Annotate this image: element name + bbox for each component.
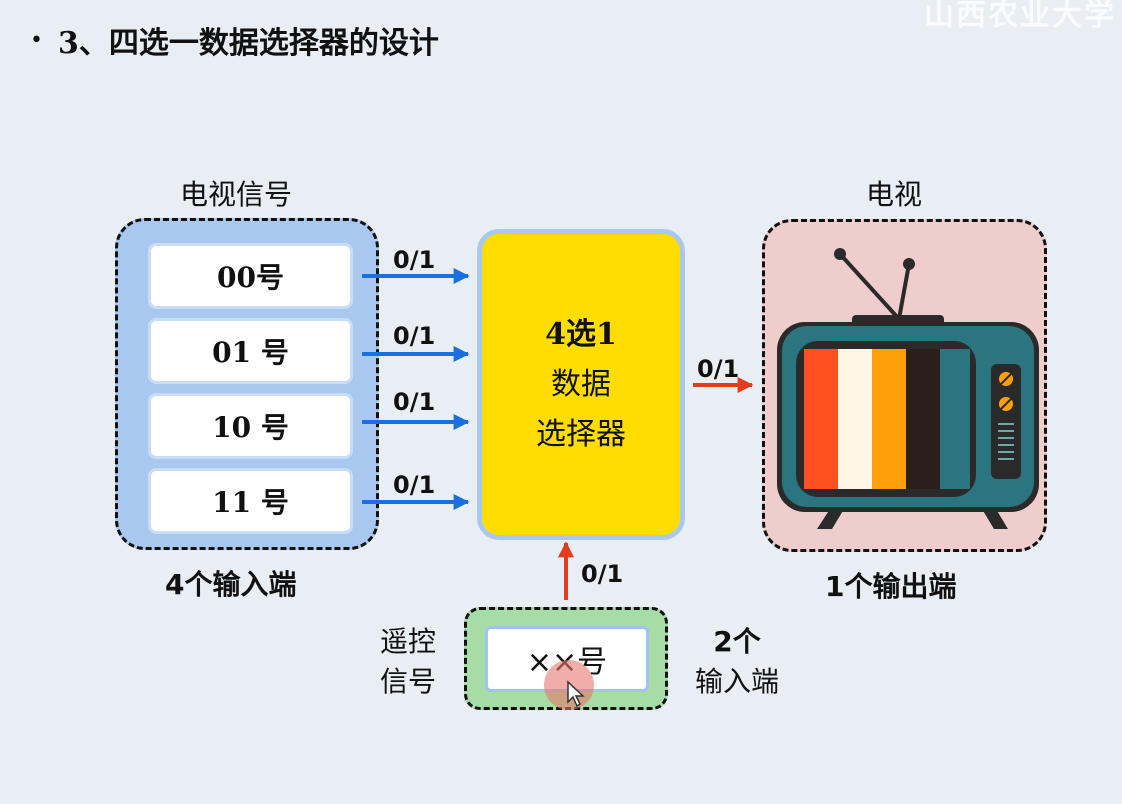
watermark: 山西农业大学 xyxy=(924,0,1116,33)
tv-panel xyxy=(762,219,1047,552)
channel-01-box: 01 号 xyxy=(148,318,353,384)
channel-00-box: 00号 xyxy=(148,243,353,309)
slide-title-row: • 3、四选一数据选择器的设计 xyxy=(30,18,439,62)
tv-signal-heading: 电视信号 xyxy=(180,178,293,211)
input-arrow-label-10: 0/1 xyxy=(393,388,436,416)
input-count-label: 4个输入端 xyxy=(165,568,297,601)
remote-signal-label: 遥控 信号 xyxy=(380,622,436,702)
select-input-count-label: 2个 输入端 xyxy=(695,622,779,702)
remote-label-line2: 信号 xyxy=(380,665,437,698)
input-arrow-label-00: 0/1 xyxy=(393,246,436,274)
tv-heading: 电视 xyxy=(866,178,923,211)
input-arrow-label-01: 0/1 xyxy=(393,322,436,350)
select-arrow-label: 0/1 xyxy=(581,560,624,588)
tv-signal-panel: 00号 01 号 10 号 11 号 xyxy=(115,218,379,550)
mux-4to1-block: 4选1 数据 选择器 xyxy=(477,229,685,540)
output-count-label: 1个输出端 xyxy=(825,570,957,603)
remote-label-line1: 遥控 xyxy=(380,625,437,658)
select-count-line2: 输入端 xyxy=(695,665,780,698)
mux-label-selector: 选择器 xyxy=(536,416,626,452)
channel-10-box: 10 号 xyxy=(148,393,353,459)
slide-title: 3、四选一数据选择器的设计 xyxy=(58,26,439,61)
output-arrow-label: 0/1 xyxy=(697,355,740,383)
mux-label-data: 数据 xyxy=(551,366,611,402)
input-arrow-label-11: 0/1 xyxy=(393,471,436,499)
channel-11-box: 11 号 xyxy=(148,468,353,534)
mouse-pointer-icon xyxy=(567,680,585,708)
select-count-line1: 2个 xyxy=(713,625,761,658)
television-icon xyxy=(777,248,1039,529)
mux-title: 4选1 xyxy=(545,316,617,352)
bullet: • xyxy=(30,27,43,53)
